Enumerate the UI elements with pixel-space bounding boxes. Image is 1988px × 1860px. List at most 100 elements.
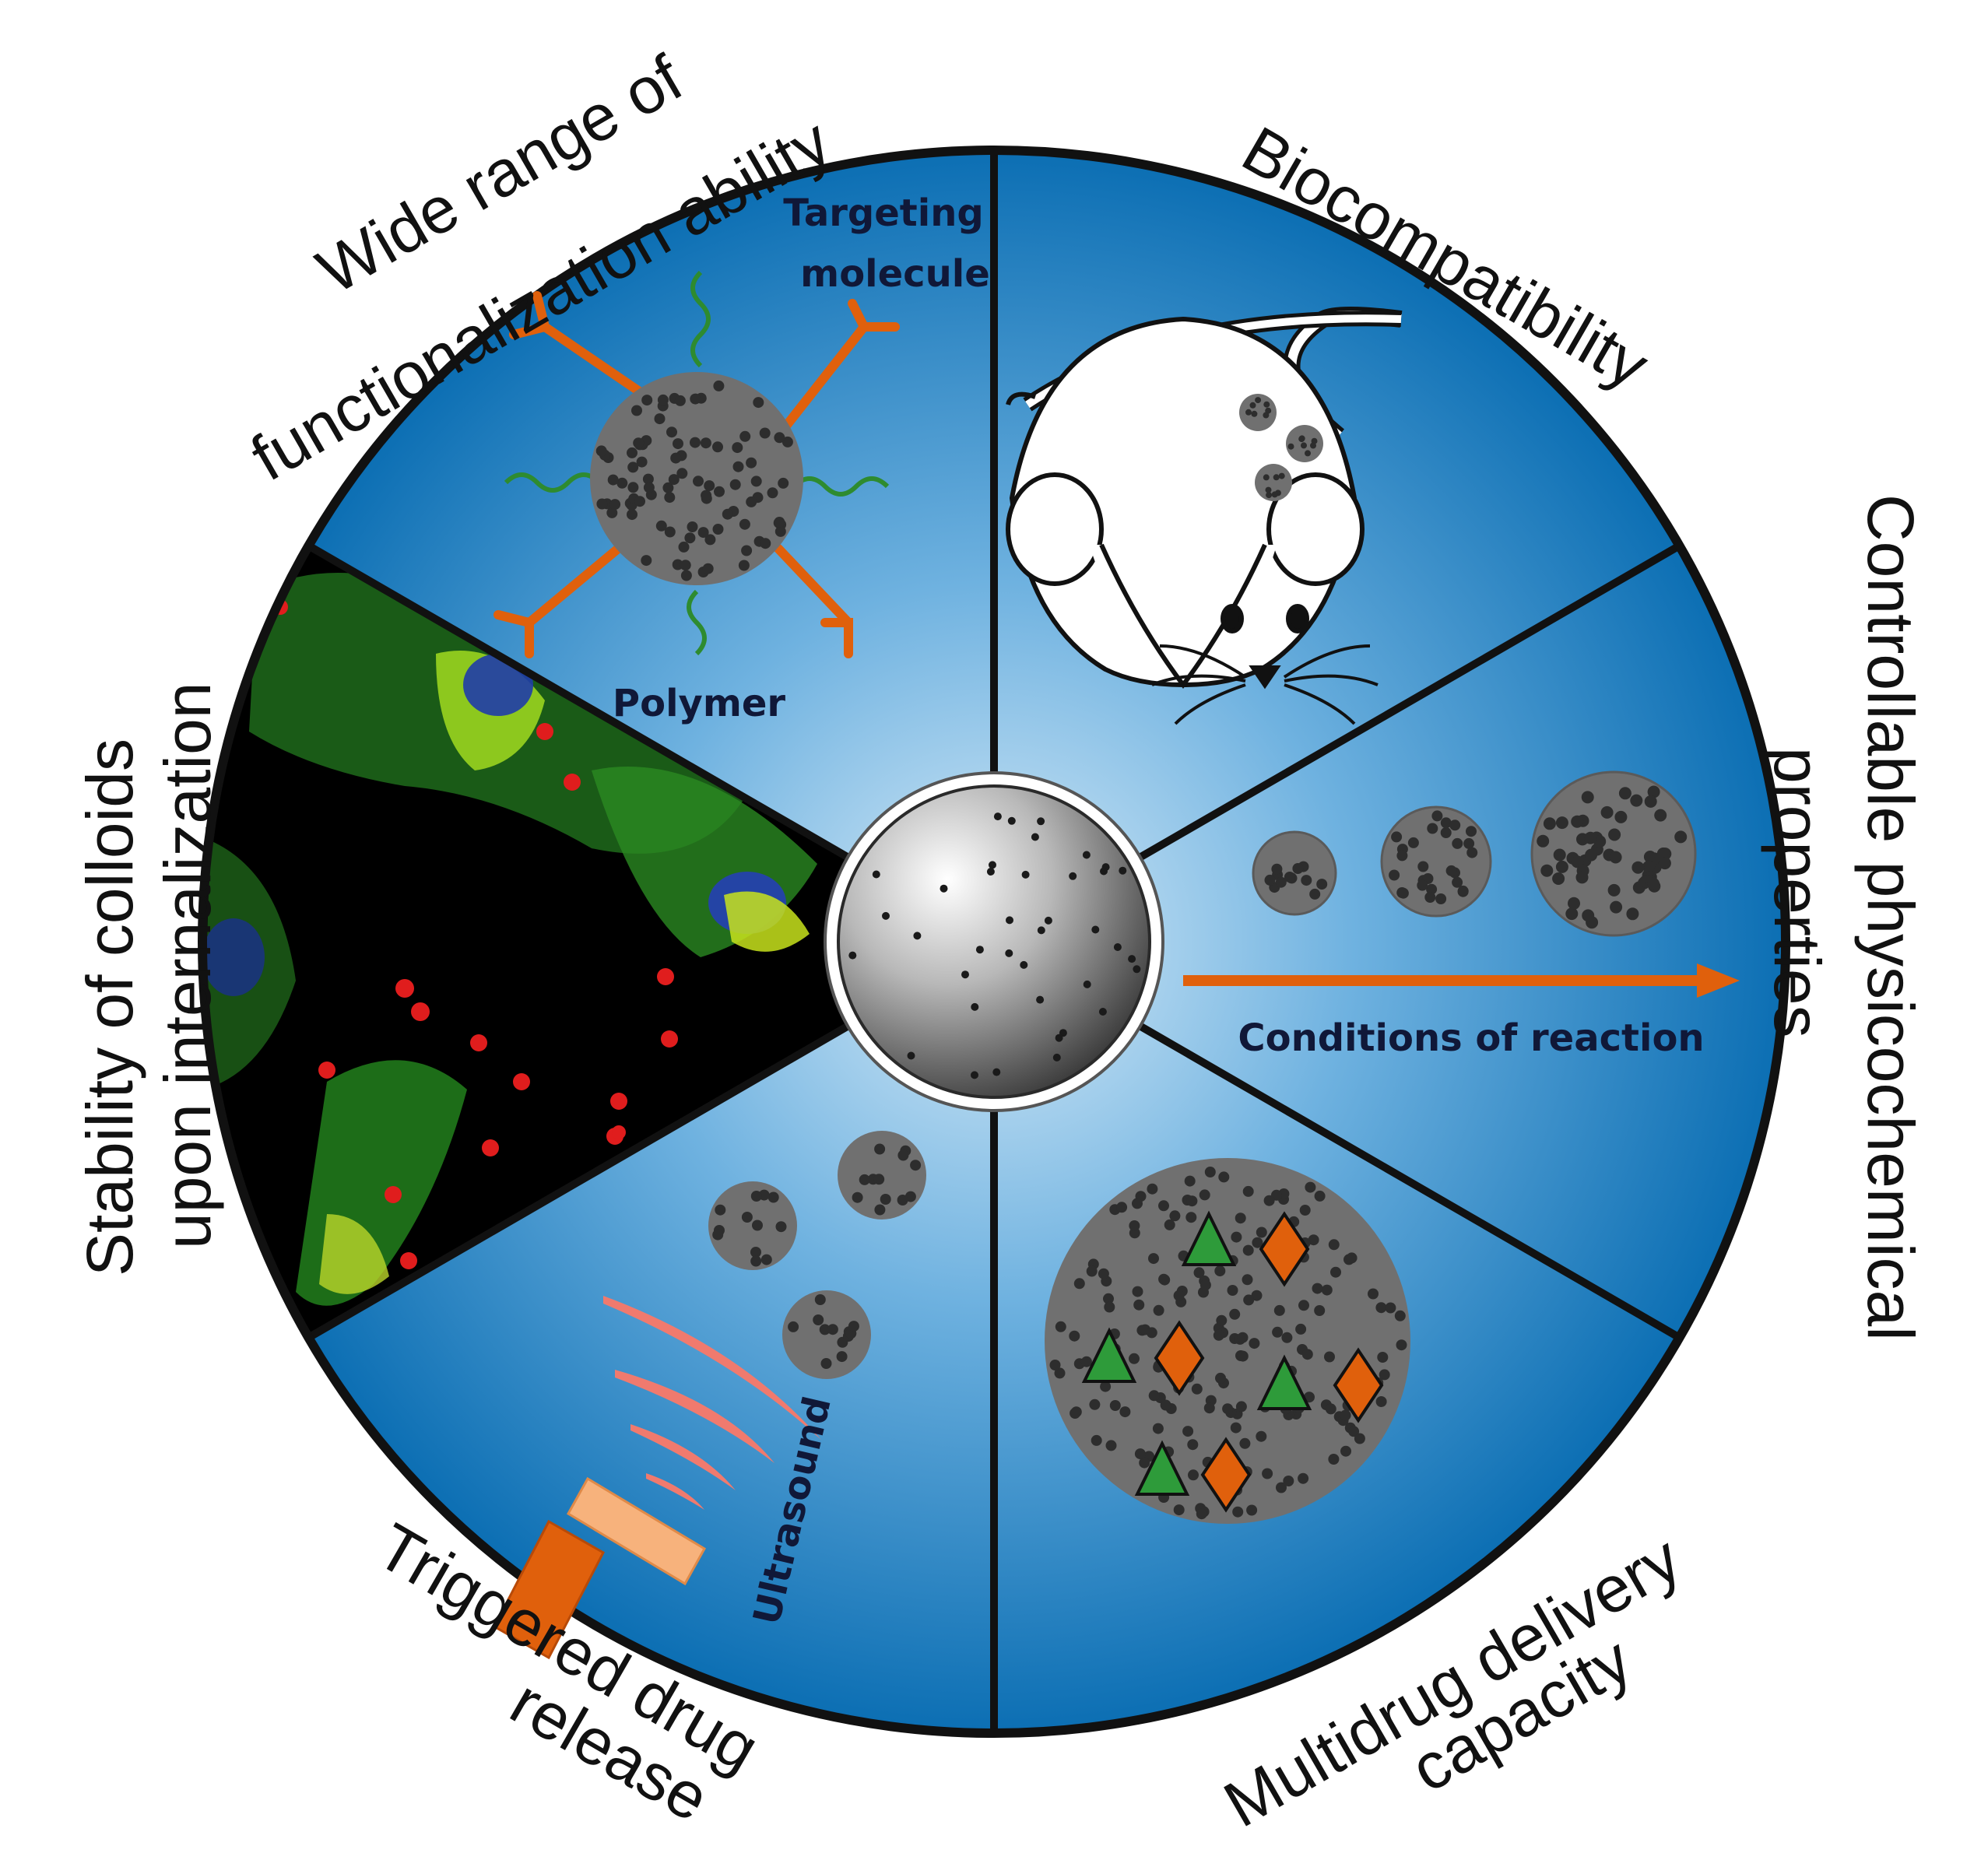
pore: [1083, 980, 1091, 988]
pore: [1276, 1482, 1287, 1493]
pore: [1235, 1213, 1246, 1224]
pore: [702, 563, 714, 574]
pore: [1116, 1202, 1128, 1213]
pore: [1417, 861, 1429, 872]
pore: [1227, 1285, 1238, 1296]
pore: [1055, 1321, 1066, 1332]
pore: [1237, 1332, 1249, 1343]
pore: [1426, 883, 1438, 895]
pore: [1644, 795, 1657, 808]
pore: [1325, 1403, 1336, 1415]
pore: [1281, 1332, 1293, 1343]
pore: [1021, 870, 1030, 879]
pore: [913, 932, 922, 940]
pore: [1070, 1408, 1081, 1419]
pore: [1100, 867, 1108, 876]
pore: [1173, 1504, 1185, 1516]
pore: [1379, 1369, 1390, 1381]
pore: [1609, 851, 1622, 864]
pore: [1091, 925, 1100, 934]
pore: [1555, 860, 1568, 873]
pore: [1466, 847, 1478, 858]
pore: [1614, 810, 1628, 823]
pore: [1273, 1304, 1285, 1316]
pore: [1104, 1301, 1115, 1313]
pore: [1020, 960, 1028, 969]
pore: [636, 456, 648, 468]
pore: [1230, 1422, 1242, 1434]
pore: [814, 1294, 826, 1305]
pore: [852, 1191, 863, 1203]
pore: [1309, 888, 1321, 900]
pore: [1324, 1351, 1335, 1363]
pore: [670, 452, 682, 464]
pore: [631, 405, 642, 416]
pore: [1301, 442, 1307, 449]
pore: [1265, 486, 1272, 493]
pore: [739, 430, 751, 442]
pore: [1129, 1220, 1140, 1231]
pore: [680, 560, 691, 571]
pore: [712, 524, 724, 535]
pore: [664, 526, 676, 538]
pore: [1160, 1399, 1171, 1411]
pore: [627, 461, 639, 473]
pore: [993, 812, 1002, 821]
pore: [687, 521, 698, 532]
pore: [1214, 1265, 1226, 1277]
pore: [1354, 1433, 1365, 1444]
pore: [1113, 943, 1122, 951]
pore: [729, 479, 741, 490]
pore: [827, 1324, 838, 1335]
mouse-particles: [1239, 394, 1323, 501]
pore: [1185, 1212, 1197, 1223]
pore: [1262, 1468, 1273, 1479]
pore: [1242, 1274, 1253, 1286]
pore: [1427, 823, 1438, 834]
pore: [1316, 879, 1328, 890]
pore: [722, 508, 733, 520]
pore: [1086, 1265, 1098, 1277]
pore: [767, 487, 778, 499]
pore: [1298, 1300, 1309, 1311]
pore: [1164, 1219, 1175, 1230]
conditions-label: Conditions of reaction: [1238, 1016, 1704, 1060]
pore: [848, 1321, 859, 1332]
pore: [1229, 1308, 1241, 1320]
pore: [1391, 831, 1403, 843]
pore: [1346, 1252, 1358, 1264]
pore: [654, 413, 666, 425]
pore: [1133, 1299, 1145, 1311]
pore: [690, 437, 701, 448]
pore: [1252, 1237, 1263, 1248]
pore: [774, 525, 786, 537]
pore: [655, 520, 667, 532]
pore: [1148, 1390, 1160, 1402]
pore: [1082, 851, 1091, 859]
pore: [1553, 848, 1566, 862]
pore: [1466, 826, 1477, 837]
pore: [1069, 1330, 1080, 1342]
pore: [1182, 1426, 1194, 1437]
pore: [975, 946, 984, 954]
pore: [1073, 1278, 1085, 1290]
pore: [1251, 410, 1258, 417]
pore: [1608, 828, 1621, 841]
pore: [641, 555, 652, 567]
pore: [872, 870, 880, 879]
pore: [1575, 871, 1589, 884]
pore: [778, 477, 789, 489]
pore: [1552, 872, 1565, 885]
pore: [760, 1254, 772, 1265]
pore: [1440, 827, 1452, 838]
pore: [1571, 815, 1584, 828]
pore: [1263, 412, 1270, 419]
pore: [1243, 1294, 1255, 1306]
targeting-label-line1: Targeting: [783, 191, 983, 235]
pore: [848, 951, 857, 960]
pore: [704, 534, 716, 546]
pore: [1103, 1293, 1114, 1304]
pore: [704, 480, 715, 492]
pore: [1582, 909, 1595, 922]
